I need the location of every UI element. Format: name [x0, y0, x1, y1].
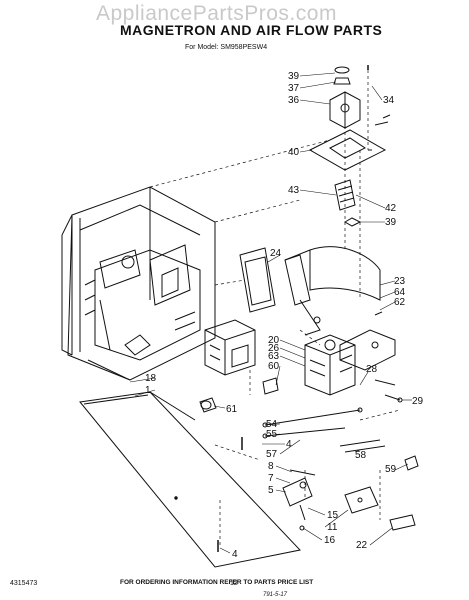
cabinet-chassis	[61, 186, 216, 381]
callout-55: 55	[266, 429, 278, 440]
callout-43: 43	[288, 185, 300, 196]
callout-37: 37	[288, 83, 300, 94]
callout-40: 40	[288, 147, 300, 158]
callout-26: 26	[268, 343, 280, 354]
page-number: 12	[230, 580, 238, 587]
callout-5: 5	[268, 485, 274, 496]
callout-39-top: 39	[288, 71, 300, 82]
callout-63: 63	[268, 351, 280, 362]
explode-lines	[149, 70, 401, 545]
leader-lines	[129, 72, 412, 554]
callout-28: 28	[366, 364, 378, 375]
document-number: 4315473	[10, 580, 38, 587]
callout-16: 16	[324, 535, 336, 546]
callout-20: 20	[268, 335, 280, 346]
fuse-holder	[282, 469, 316, 531]
callout-4-bottom: 4	[232, 549, 238, 560]
model-line: For Model: SM958PESW4	[185, 44, 268, 51]
callout-22: 22	[356, 540, 368, 551]
watermark: AppliancePartsPros.com	[96, 2, 337, 25]
handwritten-note: 791-5-17	[263, 592, 288, 598]
callout-15: 15	[327, 510, 339, 521]
callout-1: 1	[145, 385, 151, 396]
callout-7: 7	[268, 473, 274, 484]
callout-29: 29	[412, 396, 424, 407]
fuse-block	[344, 455, 419, 531]
callout-59: 59	[385, 464, 397, 475]
screws	[217, 114, 391, 552]
fan-motor-assembly	[308, 65, 389, 227]
callout-39-mid: 39	[385, 217, 397, 228]
diagram-title: MAGNETRON AND AIR FLOW PARTS	[120, 22, 383, 38]
callout-54: 54	[266, 419, 278, 430]
callout-61: 61	[226, 404, 238, 415]
callout-60: 60	[268, 361, 280, 372]
air-duct	[239, 246, 381, 336]
callout-42: 42	[385, 203, 397, 214]
small-part-61	[199, 397, 217, 413]
callout-8: 8	[268, 461, 274, 472]
callout-11: 11	[327, 522, 338, 533]
transformer	[204, 319, 256, 376]
callout-36: 36	[288, 95, 300, 106]
magnetron	[304, 334, 356, 396]
small-part-60	[262, 377, 279, 395]
callout-23: 23	[394, 276, 406, 287]
ordering-footer: FOR ORDERING INFORMATION REFER TO PARTS …	[120, 579, 314, 586]
callout-34: 34	[383, 95, 395, 106]
callout-24: 24	[270, 248, 282, 259]
callout-62: 62	[394, 297, 406, 308]
wire-harnesses	[262, 379, 403, 453]
base-plate	[79, 391, 301, 568]
callout-64: 64	[394, 287, 406, 298]
cutout-bracket	[339, 311, 396, 371]
callout-4-mid: 4	[286, 439, 292, 450]
callout-labels: 39 37 36 34 40 43 42 39 24 23 64 62 20 2…	[145, 71, 424, 560]
callout-18: 18	[145, 373, 157, 384]
callout-58: 58	[355, 450, 367, 461]
callout-57: 57	[266, 449, 278, 460]
